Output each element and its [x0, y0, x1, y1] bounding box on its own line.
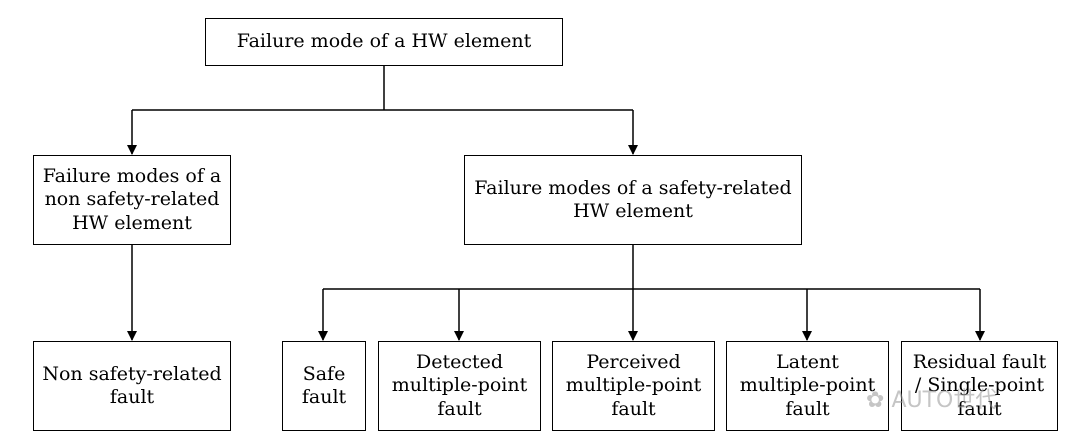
node-label-line: Failure mode of a HW element: [236, 30, 532, 53]
node-label-line: multiple-point: [739, 374, 876, 397]
watermark: ✿ AUTO世代: [866, 382, 997, 414]
node-label-line: non safety-related: [44, 188, 220, 211]
node-label-line: fault: [109, 386, 155, 408]
node-label-line: HW element: [573, 200, 693, 222]
node-label-line: fault: [437, 397, 482, 420]
node-label-line: Latent: [776, 351, 839, 374]
node-label-line: Failure modes of a safety-related: [474, 176, 792, 199]
node-label-line: Non safety-related: [42, 362, 222, 385]
node-label-line: multiple-point: [565, 374, 702, 397]
node-label-line: fault: [611, 397, 656, 420]
node-label-line: HW element: [72, 211, 192, 234]
root-node: Failure mode of a HW element: [205, 18, 563, 66]
node-label-line: Safe: [302, 362, 346, 385]
node-label-line: Residual fault: [912, 351, 1047, 374]
wechat-icon: ✿: [866, 388, 885, 413]
node-label-line: fault: [957, 397, 1002, 420]
node-label-line: multiple-point: [391, 374, 528, 397]
node-label-line: fault: [785, 397, 830, 420]
node-label-line: Failure modes of a: [42, 165, 222, 188]
node-label-line: Detected: [415, 351, 504, 374]
node-label-line: Perceived: [586, 351, 681, 374]
watermark-text: AUTO世代: [891, 388, 998, 413]
node-label-line: fault: [301, 386, 347, 408]
node-label-line: / Single-point: [914, 374, 1045, 397]
